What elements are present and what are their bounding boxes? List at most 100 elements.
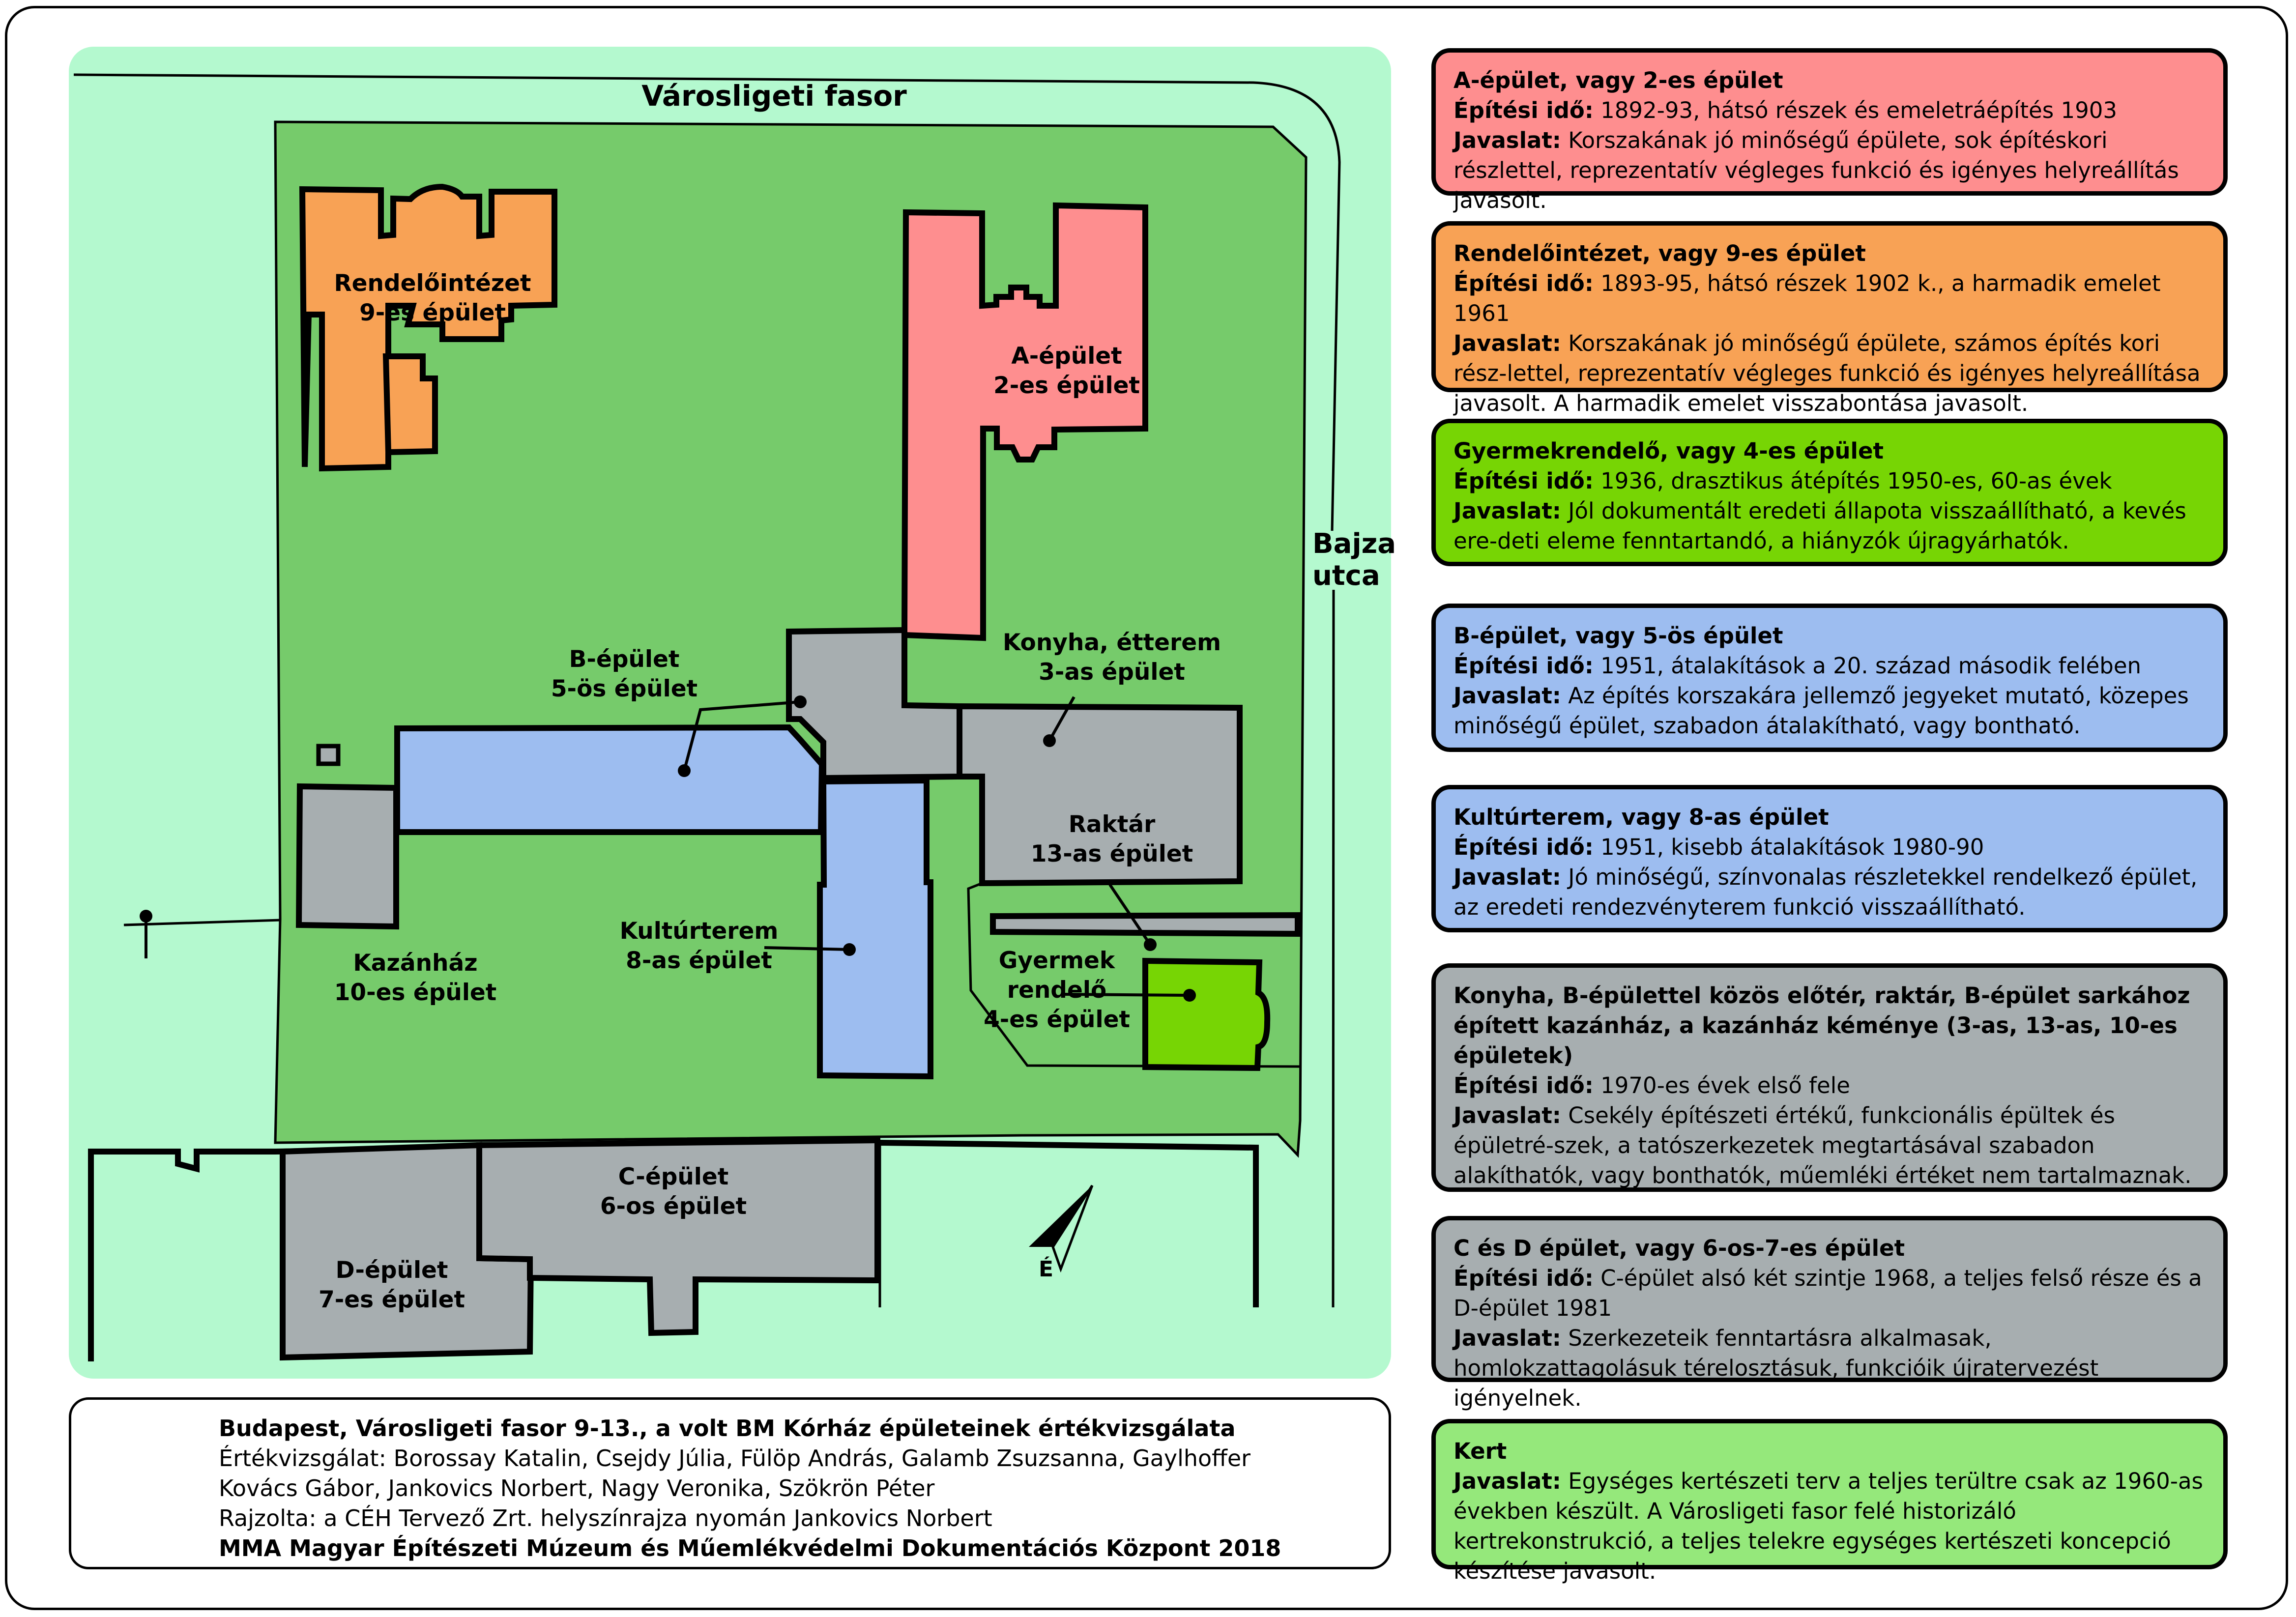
label-raktar-1: Raktár (1069, 811, 1156, 838)
card-title: B-épület, vagy 5-ös épület (1453, 623, 1783, 649)
label-gyermek-3: 4-es épület (984, 1006, 1130, 1033)
card-proposal-label: Javaslat: (1453, 330, 1561, 356)
marker-raktar (1144, 938, 1157, 951)
legend-card-grey-service: Konyha, B-épülettel közös előtér, raktár… (1431, 963, 2228, 1192)
card-time-label: Építési idő: (1453, 1072, 1594, 1098)
card-proposal-text: Egységes kertészeti terv a teljes terült… (1453, 1468, 2203, 1584)
card-time-text: 1951, kisebb átalakítások 1980-90 (1593, 834, 1984, 860)
card-proposal-label: Javaslat: (1453, 683, 1561, 709)
label-kazan-2: 10-es épület (334, 979, 497, 1006)
credits-line: Értékvizsgálat: Borossay Katalin, Csejdy… (219, 1445, 1251, 1472)
marker-b-dot (678, 764, 691, 777)
legend-card-b: B-épület, vagy 5-ös épület Építési idő: … (1431, 604, 2228, 752)
credits-line: Rajzolta: a CÉH Tervező Zrt. helyszínraj… (219, 1505, 992, 1531)
credits-box: Budapest, Városligeti fasor 9-13., a vol… (69, 1397, 1391, 1569)
label-gyermek-2: rendelő (1007, 977, 1106, 1004)
card-proposal-label: Javaslat: (1453, 1102, 1561, 1128)
credits-line: Kovács Gábor, Jankovics Norbert, Nagy Ve… (219, 1475, 935, 1502)
card-proposal-label: Javaslat: (1453, 1468, 1561, 1494)
card-time-label: Építési idő: (1453, 270, 1594, 296)
building-rendelo (299, 183, 557, 472)
card-title: Gyermekrendelő, vagy 4-es épület (1453, 438, 1884, 464)
chimney (316, 744, 341, 766)
label-d-1: D-épület (336, 1257, 448, 1284)
north-arrow-icon (1029, 1184, 1094, 1273)
card-proposal-text: Korszakának jó minőségű épülete, számos … (1453, 330, 2201, 416)
label-a-2: 2-es épület (993, 372, 1140, 399)
card-title: Kert (1453, 1438, 1507, 1464)
card-proposal-label: Javaslat: (1453, 127, 1561, 153)
plot-boundary-west (123, 919, 281, 926)
label-kazan-1: Kazánház (353, 950, 477, 977)
street-label-east-2: utca (1312, 560, 1380, 592)
label-gyermek-1: Gyermek (999, 947, 1116, 974)
label-raktar-2: 13-as épület (1031, 840, 1193, 867)
marker-b (794, 695, 807, 708)
street-edge-line-lower (1332, 589, 1335, 1308)
label-b-1: B-épület (569, 646, 680, 673)
card-time-label: Építési idő: (1453, 1265, 1594, 1291)
label-b-2: 5-ös épület (551, 675, 698, 702)
card-title: Kultúrterem, vagy 8-as épület (1453, 804, 1829, 830)
legend-card-gyermek: Gyermekrendelő, vagy 4-es épület Építési… (1431, 419, 2228, 566)
building-raktar (990, 912, 1301, 937)
label-a-1: A-épület (1011, 343, 1122, 370)
building-a (901, 202, 1148, 641)
legend-card-rendelo: Rendelőintézet, vagy 9-es épület Építési… (1431, 221, 2228, 416)
label-kultur-2: 8-as épület (626, 947, 772, 974)
card-title: C és D épület, vagy 6-os-7-es épület (1453, 1235, 1905, 1261)
card-proposal-text: Csekély építészeti értékű, funkcionális … (1453, 1102, 2192, 1188)
marker-gyermek (1183, 989, 1196, 1002)
card-proposal-text: Az építés korszakára jellemző jegyeket m… (1453, 683, 2189, 739)
building-c (476, 1137, 880, 1336)
building-b (394, 724, 825, 835)
card-proposal-label: Javaslat: (1453, 864, 1561, 890)
label-kultur-1: Kultúrterem (620, 918, 779, 945)
card-time-text: 1936, drasztikus átépítés 1950-es, 60-as… (1593, 468, 2112, 494)
street-label-east-1: Bajza (1312, 528, 1396, 560)
card-time-label: Építési idő: (1453, 834, 1594, 860)
label-c-1: C-épület (618, 1163, 729, 1190)
label-konyha-1: Konyha, étterem (1003, 629, 1221, 656)
card-time-label: Építési idő: (1453, 468, 1594, 494)
label-c-2: 6-os épület (600, 1193, 747, 1220)
credits-institution: MMA Magyar Építészeti Múzeum és Műemlékv… (219, 1535, 1281, 1561)
legend-card-a: A-épület, vagy 2-es épület Építési idő: … (1431, 48, 2228, 213)
street-edge-line (73, 73, 1341, 531)
card-title: A-épület, vagy 2-es épület (1453, 67, 1783, 93)
building-rendelo-wing (382, 353, 438, 456)
card-proposal-text: Korszakának jó minőségű épülete, sok épí… (1453, 127, 2179, 213)
building-kazan (295, 783, 399, 930)
card-proposal-text: Jó minőségű, színvonalas részletekkel re… (1453, 864, 2198, 920)
north-arrow-label: É (1039, 1256, 1053, 1282)
plot-boundary-south (88, 1139, 1259, 1361)
building-kultur (817, 777, 933, 1080)
label-rendelo-2: 9-es épület (359, 299, 506, 326)
card-time-text: 1951, átalakítások a 20. század második … (1593, 653, 2142, 679)
marker-konyha (1043, 734, 1056, 747)
card-time-text: 1892-93, hátsó részek és emeletráépítés … (1593, 97, 2118, 123)
label-rendelo-1: Rendelőintézet (334, 270, 531, 297)
legend-card-c-d: C és D épület, vagy 6-os-7-es épület Épí… (1431, 1216, 2228, 1411)
building-gyermek (1142, 957, 1271, 1071)
label-konyha-2: 3-as épület (1039, 659, 1185, 686)
card-time-label: Építési idő: (1453, 653, 1594, 679)
leader-lines (140, 695, 1196, 1002)
page-frame (5, 6, 2288, 1610)
legend-card-kert: Kert Javaslat: Egységes kertészeti terv … (1431, 1419, 2228, 1584)
label-d-2: 7-es épület (319, 1286, 465, 1313)
card-proposal-text: Szerkezeteik fenntartásra alkalmasak, ho… (1453, 1325, 2099, 1411)
card-proposal-label: Javaslat: (1453, 498, 1561, 524)
building-foyer (786, 627, 962, 781)
gyermek-enclosure (967, 882, 1301, 1068)
card-time-text: 1893-95, hátsó részek 1902 k., a harmadi… (1453, 270, 2161, 326)
marker-kultur (843, 943, 856, 956)
legend-card-kultur: Kultúrterem, vagy 8-as épület Építési id… (1431, 785, 2228, 932)
street-label-north: Városligeti fasor (641, 79, 907, 113)
card-time-text: C-épület alsó két szintje 1968, a teljes… (1453, 1265, 2202, 1321)
marker-kazan (140, 910, 152, 923)
card-time-label: Építési idő: (1453, 97, 1594, 123)
card-title: Rendelőintézet, vagy 9-es épület (1453, 240, 1866, 266)
credits-title: Budapest, Városligeti fasor 9-13., a vol… (219, 1415, 1236, 1442)
